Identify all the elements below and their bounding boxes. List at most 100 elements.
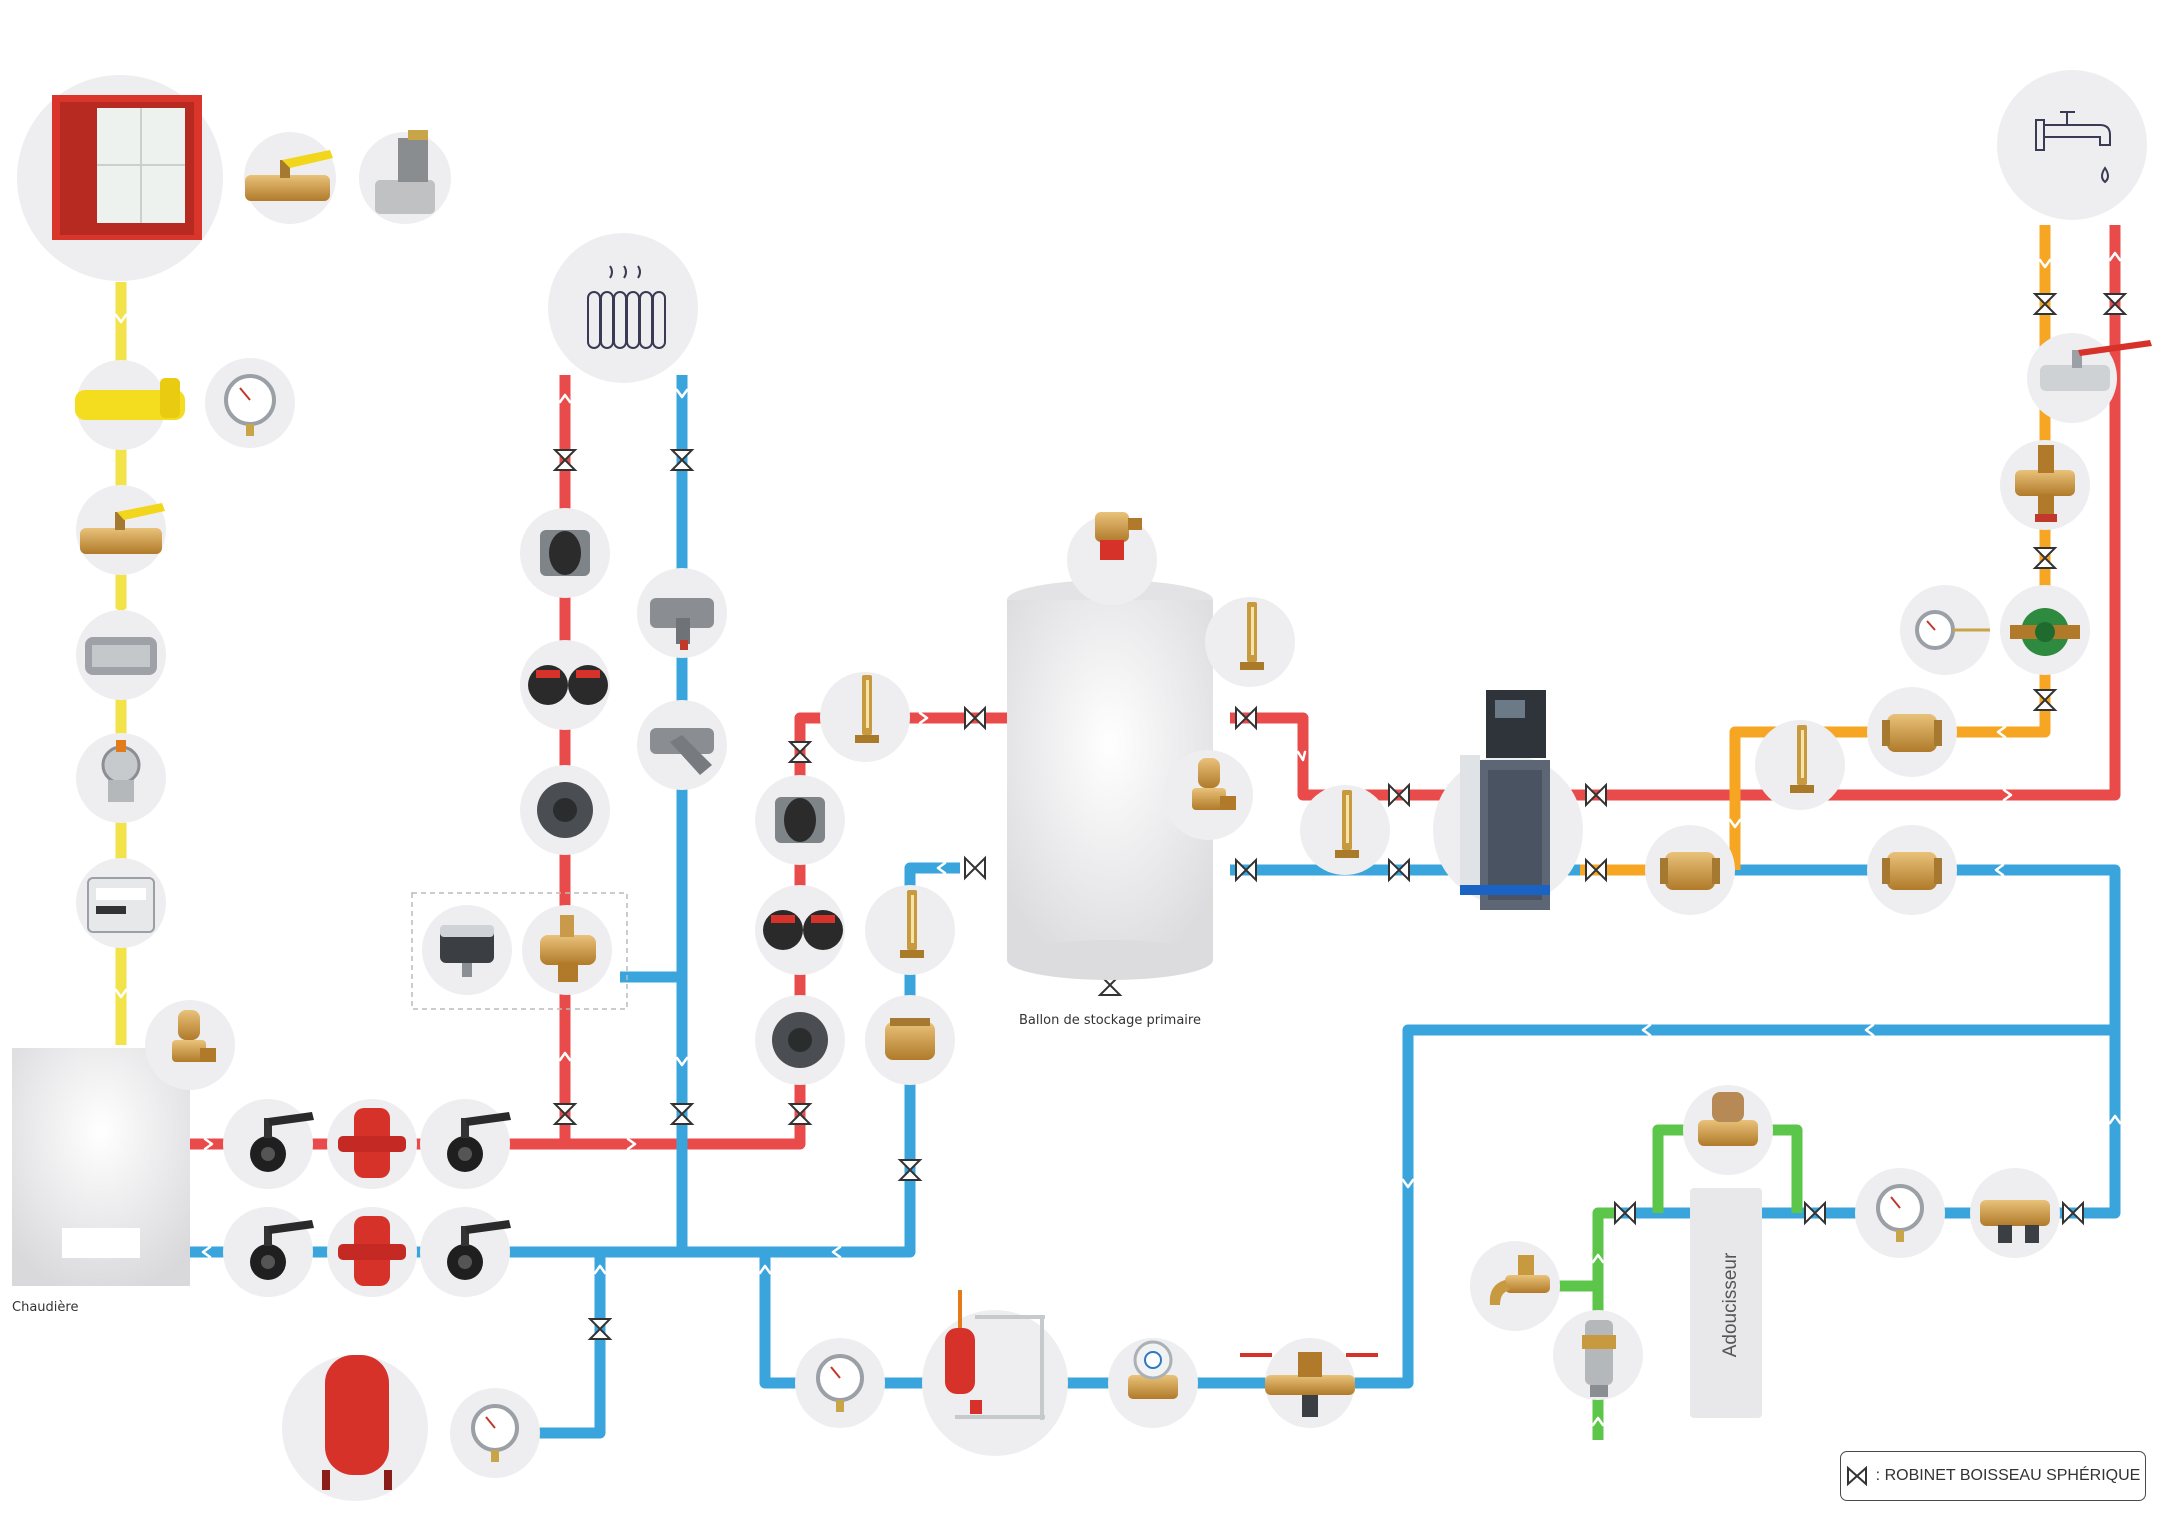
ball-valve-symbol-icon bbox=[1585, 782, 1607, 808]
flow-arrow bbox=[831, 1245, 842, 1259]
dirt-separator-icon bbox=[338, 1216, 406, 1286]
ball-valve-symbol-icon bbox=[897, 1159, 923, 1181]
flow-arrow bbox=[675, 388, 689, 399]
thermometer-icon bbox=[855, 675, 879, 743]
ball-valve-symbol-icon bbox=[587, 1318, 613, 1340]
flow-arrow bbox=[2108, 1114, 2122, 1125]
check-valve-icon bbox=[1660, 852, 1720, 890]
flow-arrow bbox=[558, 1051, 572, 1062]
balancing-valve-icon bbox=[650, 598, 714, 650]
check-valve-icon bbox=[885, 1018, 935, 1060]
ball-valve-symbol-icon bbox=[1846, 1465, 1867, 1487]
water-meter-icon bbox=[1128, 1340, 1178, 1399]
check-valve-icon bbox=[1882, 714, 1942, 752]
three-way-valve-icon bbox=[540, 915, 596, 982]
flow-arrow bbox=[1296, 750, 1307, 762]
flow-arrow bbox=[1728, 818, 1742, 829]
thermometer-icon bbox=[1240, 602, 1264, 670]
ball-valve-symbol-icon bbox=[669, 1103, 695, 1125]
flow-arrow bbox=[558, 393, 572, 404]
flow-arrow bbox=[114, 313, 128, 324]
pressure-gauge-icon bbox=[816, 1354, 864, 1412]
butterfly-valve-icon bbox=[250, 1112, 314, 1172]
compensator-icon bbox=[775, 797, 825, 843]
butterfly-valve-icon bbox=[447, 1112, 511, 1172]
safety-valve-icon bbox=[1192, 758, 1236, 810]
flow-arrow bbox=[2038, 258, 2052, 269]
flow-arrow bbox=[1401, 1178, 1415, 1189]
flow-arrow bbox=[593, 1264, 607, 1275]
ball-valve-symbol-icon bbox=[669, 449, 695, 471]
flow-meter-icon bbox=[772, 1012, 828, 1068]
boiler bbox=[12, 1048, 190, 1286]
pressure-gauge-icon bbox=[1876, 1184, 1924, 1242]
fire-cabinet-icon bbox=[52, 95, 202, 240]
circulator-pump-icon bbox=[2010, 608, 2080, 656]
radiator-icon bbox=[587, 265, 666, 349]
legend-text: : ROBINET BOISSEAU SPHÉRIQUE bbox=[1875, 1467, 2141, 1484]
flow-arrow bbox=[675, 1056, 689, 1067]
check-valve-icon bbox=[1882, 852, 1942, 890]
tap-circle bbox=[1997, 70, 2147, 220]
actuator-icon bbox=[440, 925, 494, 977]
pressure-gauge-icon bbox=[1915, 610, 1990, 650]
legend-box: : ROBINET BOISSEAU SPHÉRIQUE bbox=[1840, 1451, 2146, 1501]
circulator-pump-icon bbox=[763, 910, 843, 950]
backflow-preventer-icon bbox=[1240, 1352, 1378, 1417]
ball-valve-symbol-icon bbox=[2032, 293, 2058, 315]
ball-valve-icon bbox=[245, 150, 333, 201]
ball-valve-symbol-icon bbox=[2032, 689, 2058, 711]
disconnector-circle bbox=[922, 1310, 1068, 1456]
strainer-icon bbox=[650, 728, 714, 775]
ball-valve-symbol-icon bbox=[1235, 857, 1257, 883]
flow-arrow bbox=[1641, 1023, 1652, 1037]
flow-arrow bbox=[203, 1137, 214, 1151]
ball-valve-symbol-icon bbox=[552, 449, 578, 471]
dirt-separator-icon bbox=[338, 1108, 406, 1178]
flow-arrow bbox=[1994, 863, 2005, 877]
compensator-icon bbox=[540, 530, 590, 576]
gas-meter-icon bbox=[87, 877, 155, 933]
flow-arrow bbox=[1864, 1023, 1875, 1037]
filling-unit-icon bbox=[1582, 1320, 1616, 1397]
ball-valve-icon bbox=[80, 503, 165, 554]
solenoid-valve-icon bbox=[375, 130, 435, 214]
water-heater-icon bbox=[1460, 690, 1550, 910]
flow-arrow bbox=[918, 711, 929, 725]
pressure-gauge-icon bbox=[471, 1404, 519, 1462]
thermometer-icon bbox=[900, 890, 924, 958]
balancing-valve-icon bbox=[1698, 1092, 1758, 1146]
flow-arrow bbox=[201, 1245, 212, 1259]
ball-valve-symbol-icon bbox=[2032, 547, 2058, 569]
hot-tank-out-pipe bbox=[1230, 225, 2121, 801]
ball-valve-symbol-icon bbox=[964, 855, 986, 881]
cold-main-pipe bbox=[1700, 864, 2121, 1219]
butterfly-valve-icon bbox=[447, 1220, 511, 1280]
ball-valve-symbol-icon bbox=[1235, 705, 1257, 731]
boiler-label: Chaudière bbox=[12, 1300, 78, 1315]
flow-meter-icon bbox=[537, 782, 593, 838]
circulator-pump-icon bbox=[528, 665, 608, 705]
ball-valve-symbol-icon bbox=[1585, 857, 1607, 883]
ball-valve-symbol-icon bbox=[1388, 782, 1410, 808]
strainer-icon bbox=[85, 637, 157, 675]
garden-tap-icon bbox=[1489, 1255, 1550, 1305]
tap-icon bbox=[2035, 111, 2111, 184]
ball-valve-symbol-icon bbox=[552, 1103, 578, 1125]
flow-arrow bbox=[2108, 251, 2122, 262]
radiator-circle bbox=[548, 233, 698, 383]
softener bbox=[1690, 1188, 1762, 1418]
disconnector-icon bbox=[945, 1290, 1045, 1420]
storage-tank-label: Ballon de stockage primaire bbox=[1019, 1013, 1201, 1028]
flow-arrow bbox=[758, 1264, 772, 1275]
expansion-vessel-icon bbox=[322, 1355, 392, 1490]
flow-arrow bbox=[114, 988, 128, 999]
ball-valve-symbol-icon bbox=[964, 705, 986, 731]
ball-valve-symbol-icon bbox=[2062, 1200, 2084, 1226]
ball-valve-symbol-icon bbox=[2102, 293, 2128, 315]
ball-valve-symbol-icon bbox=[1614, 1200, 1636, 1226]
gas-regulator-icon bbox=[101, 740, 141, 802]
pressure-gauge-icon bbox=[224, 374, 276, 436]
flow-arrow bbox=[1996, 725, 2007, 739]
